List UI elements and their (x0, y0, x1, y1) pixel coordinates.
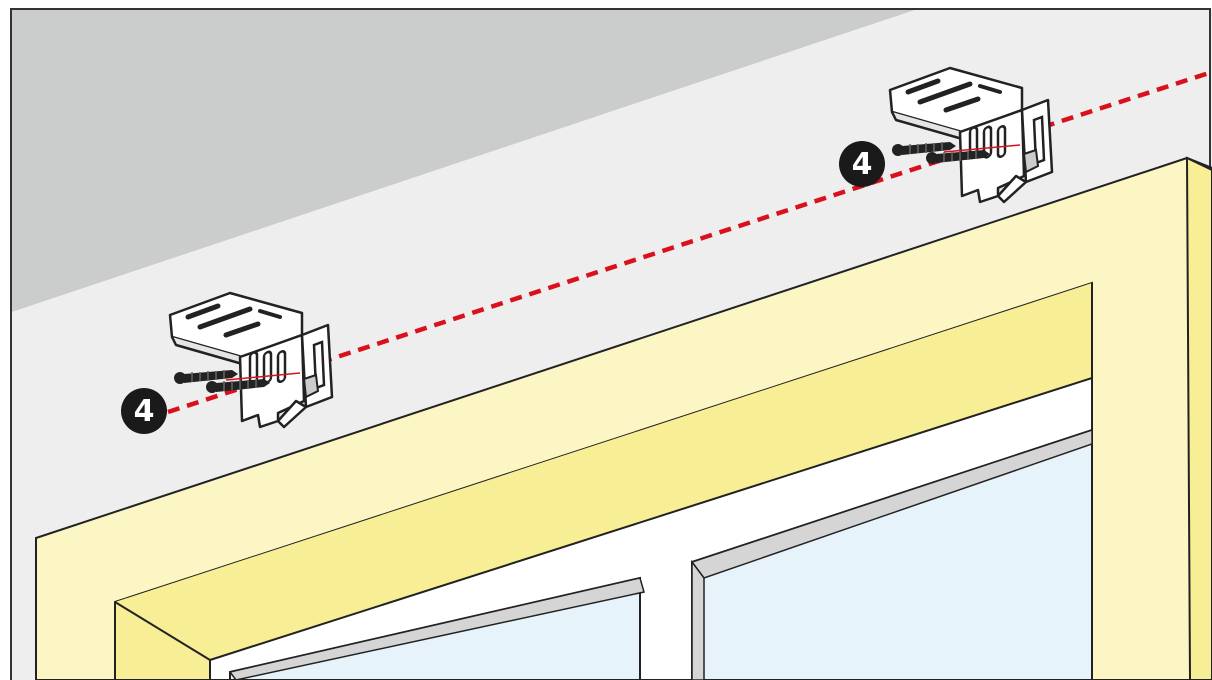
step-badge-right: 4 (839, 141, 885, 187)
window-casing-side (1185, 156, 1212, 680)
step-number-right: 4 (852, 147, 873, 182)
step-number-left: 4 (134, 394, 155, 429)
step-badge-left: 4 (121, 388, 167, 434)
dashed-guide-line (167, 69, 1212, 415)
